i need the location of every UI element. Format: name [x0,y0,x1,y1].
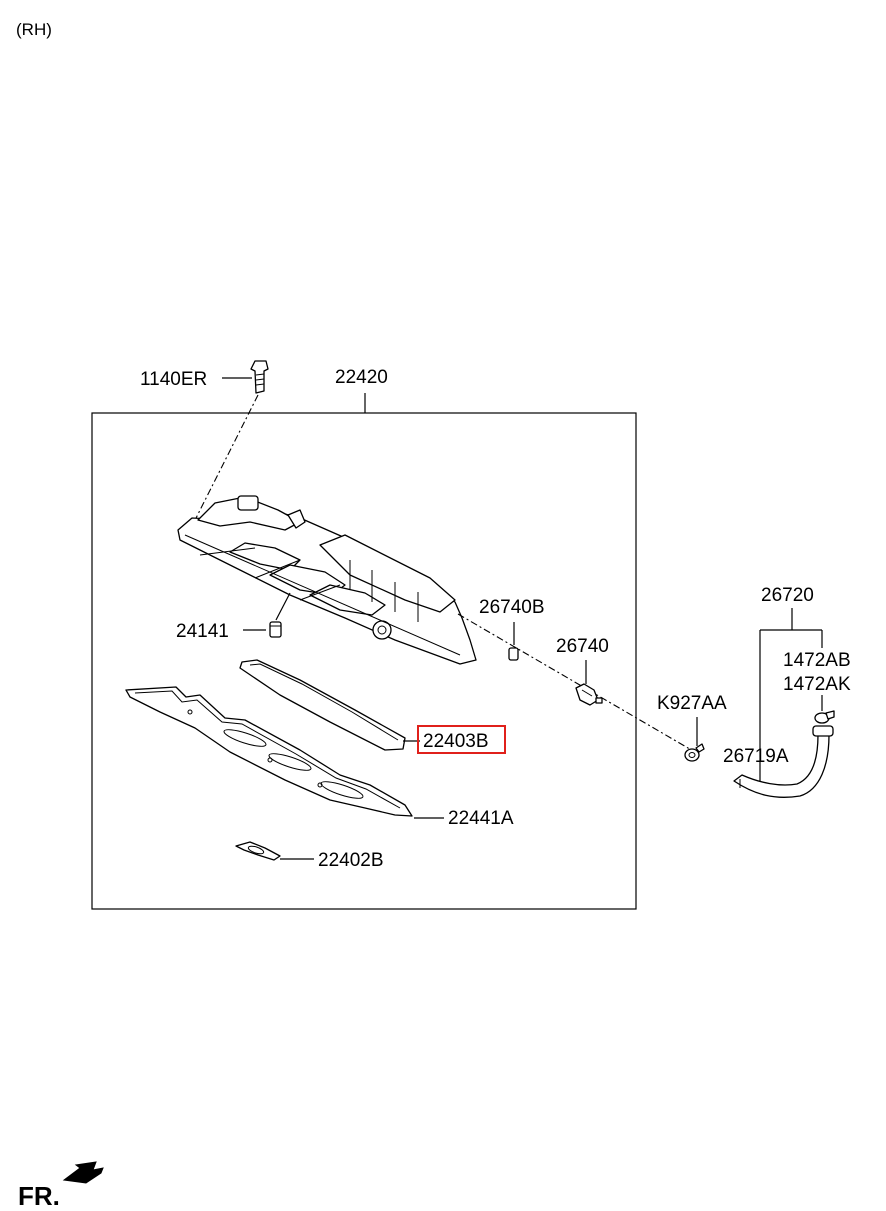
assembly-box [91,412,637,910]
side-label: (RH) [16,20,52,39]
part-label-22403b[interactable]: 22403B [423,731,489,752]
part-label-26740[interactable]: 26740 [556,636,609,657]
part-label-1140er[interactable]: 1140ER [140,369,207,390]
highlight-box-22403b [417,725,506,754]
grommet-26740b[interactable] [508,647,519,661]
gasket-22441a[interactable] [125,686,413,817]
dowel-pin-24141[interactable] [269,621,282,638]
part-label-22441a[interactable]: 22441A [448,808,514,829]
pcv-valve-26740[interactable] [575,683,603,706]
part-label-26740b[interactable]: 26740B [479,597,545,618]
part-label-1472ak[interactable]: 1472AK [783,674,851,695]
part-label-k927aa[interactable]: K927AA [657,693,727,714]
part-label-26719a[interactable]: 26719A [723,746,789,767]
front-arrow-icon [62,1161,104,1184]
bolt-1140er[interactable] [250,360,269,394]
part-label-1472ab[interactable]: 1472AB [783,650,851,671]
part-label-26720[interactable]: 26720 [761,585,814,606]
clamp-1472ab[interactable] [814,710,835,724]
part-label-22420[interactable]: 22420 [335,367,388,388]
part-label-24141[interactable]: 24141 [176,621,229,642]
gasket-22402b[interactable] [235,841,281,861]
intake-manifold-22420[interactable] [177,495,477,665]
gasket-22403b[interactable] [239,659,406,751]
front-label: FR. [18,1181,60,1211]
breather-hose-26719a[interactable] [733,725,834,798]
clamp-k927aa[interactable] [684,743,705,762]
part-label-22402b[interactable]: 22402B [318,850,384,871]
